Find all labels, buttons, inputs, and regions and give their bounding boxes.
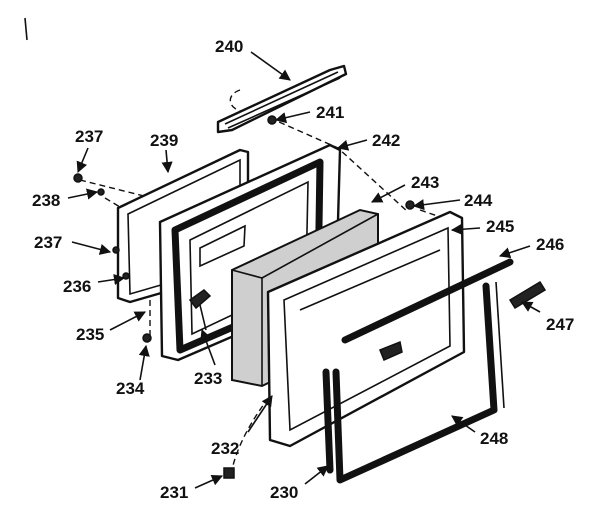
label-247: 247 [546, 315, 574, 334]
label-241: 241 [316, 103, 344, 122]
label-232: 232 [211, 439, 239, 458]
label-231: 231 [160, 483, 188, 502]
label-244: 244 [464, 191, 493, 210]
leader-lines [67, 51, 541, 489]
label-243: 243 [411, 173, 439, 192]
label-235: 235 [76, 325, 104, 344]
part-248-trim-channel [332, 281, 505, 484]
part-247-screw [508, 280, 547, 310]
part-240-door-handle [216, 64, 348, 134]
label-237-top: 237 [75, 127, 103, 146]
stray-mark [24, 17, 28, 41]
label-242: 242 [372, 131, 400, 150]
label-236: 236 [63, 277, 91, 296]
label-234: 234 [116, 379, 145, 398]
label-246: 246 [536, 235, 564, 254]
label-238: 238 [32, 191, 60, 210]
label-248: 248 [480, 429, 508, 448]
part-233-clip [188, 289, 212, 331]
part-labels: 240 241 237 239 242 238 243 244 245 237 … [32, 37, 574, 502]
part-246-gasket-strip [341, 258, 514, 344]
label-240: 240 [215, 37, 243, 56]
label-239: 239 [150, 131, 178, 150]
label-230: 230 [270, 483, 298, 502]
label-245: 245 [486, 217, 514, 236]
label-233: 233 [194, 369, 222, 388]
part-230-side-strip [322, 368, 334, 474]
label-237-mid: 237 [34, 233, 62, 252]
